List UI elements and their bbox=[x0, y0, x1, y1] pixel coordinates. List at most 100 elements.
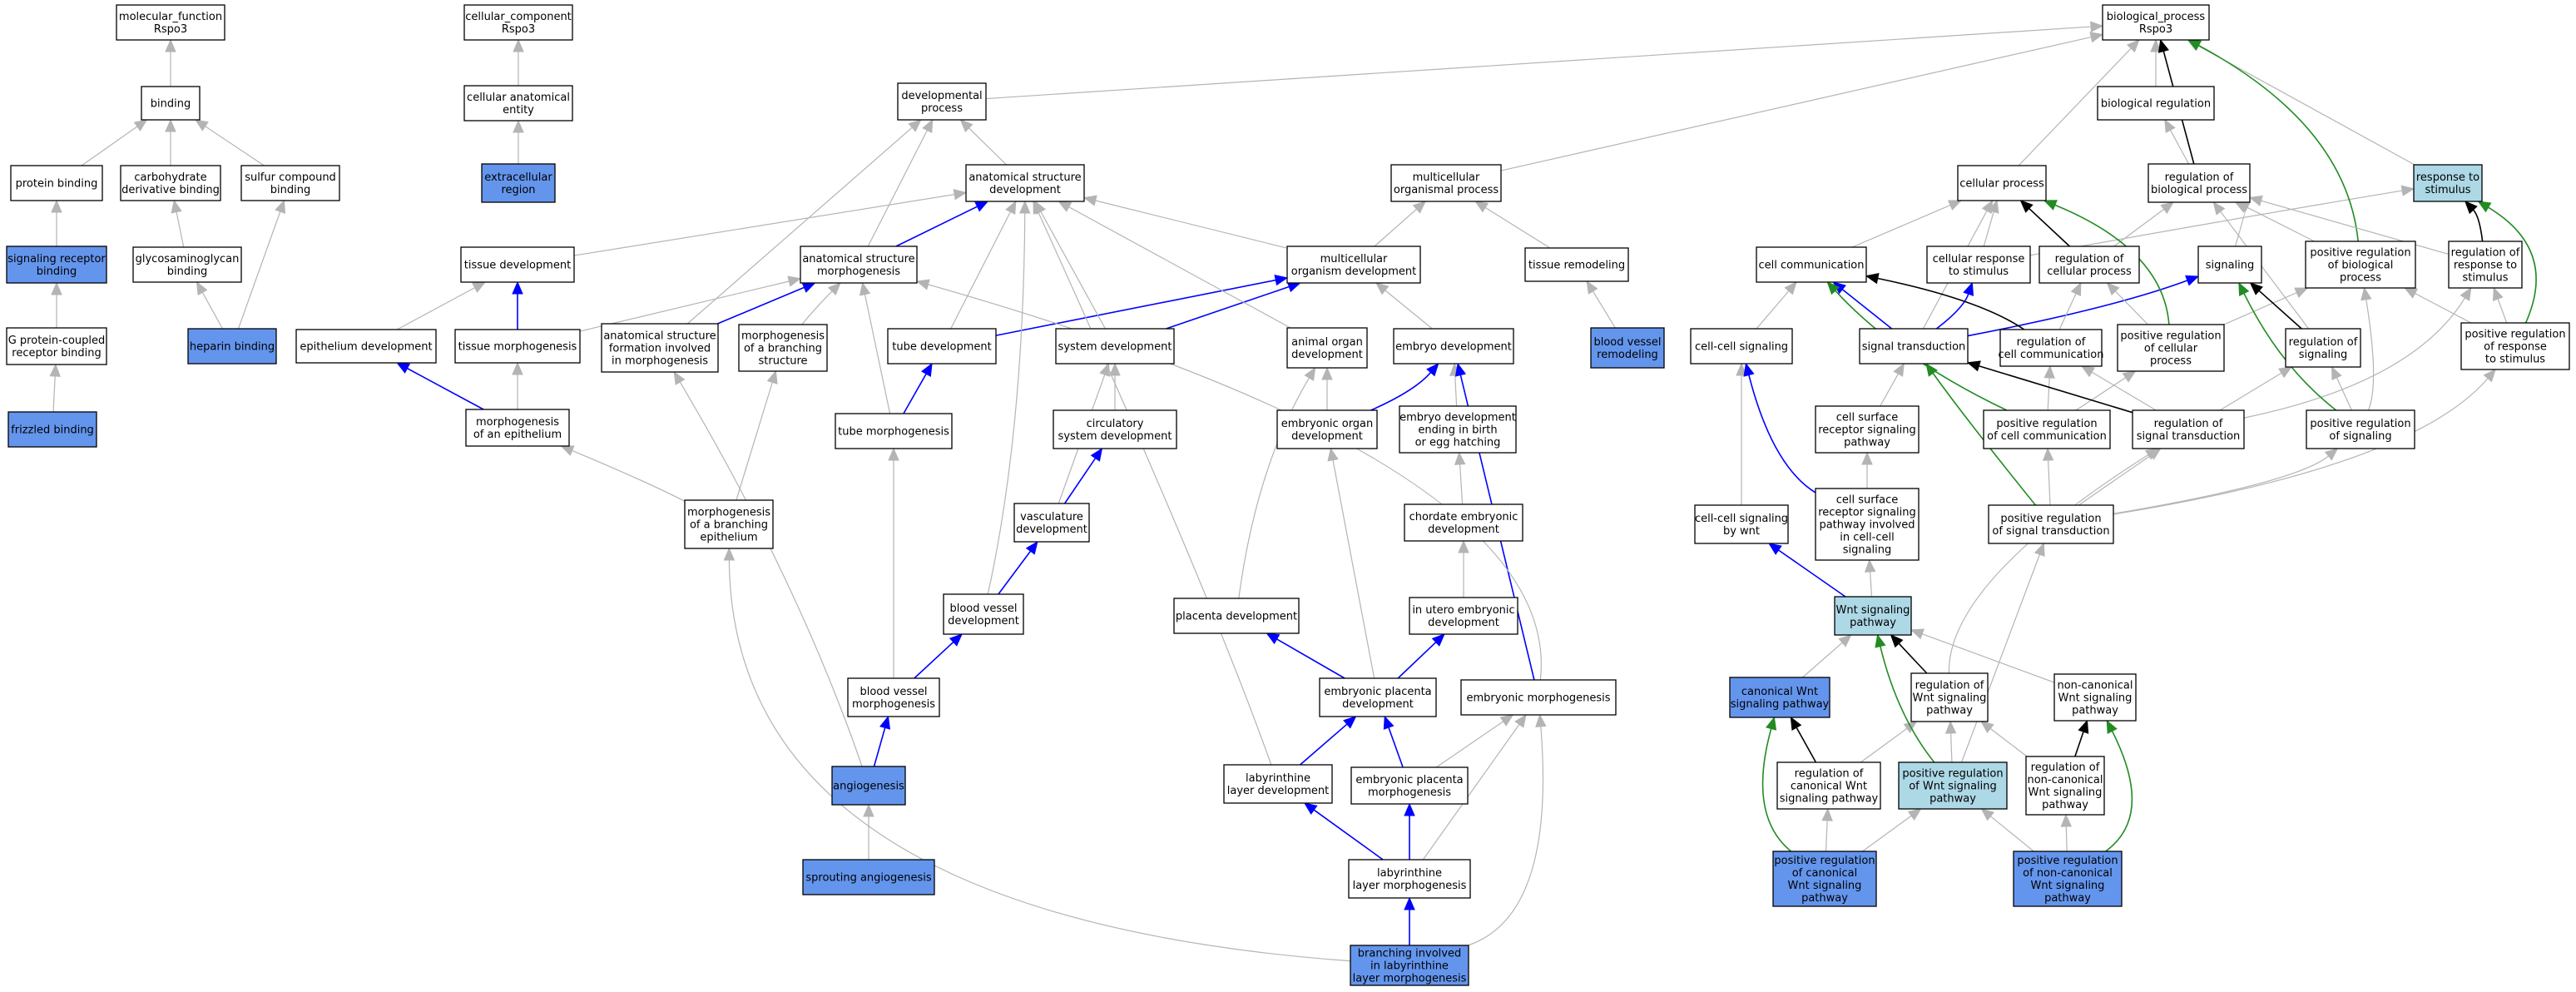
go-term-node-protbind[interactable]: protein binding bbox=[10, 165, 103, 201]
edge-part-of bbox=[1300, 723, 1348, 766]
go-term-node-tissuerem[interactable]: tissue remodeling bbox=[1524, 247, 1629, 282]
go-term-node-embmorph[interactable]: embryonic morphogenesis bbox=[1460, 679, 1617, 716]
edge-arrowhead bbox=[766, 370, 778, 384]
go-term-node-sprout[interactable]: sprouting angiogenesis bbox=[802, 859, 935, 895]
go-term-node-tubemorph[interactable]: tube morphogenesis bbox=[835, 413, 953, 449]
go-term-node-signaling[interactable]: signaling bbox=[2197, 246, 2262, 284]
go-term-node-embdev[interactable]: embryo development bbox=[1393, 328, 1514, 365]
go-term-node-tissuemorph[interactable]: tissue morphogenesis bbox=[454, 329, 581, 364]
go-term-node-frizzled[interactable]: frizzled binding bbox=[7, 411, 97, 448]
go-term-node-epidev[interactable]: epithelium development bbox=[295, 329, 437, 364]
node-label-line: remodeling bbox=[1597, 349, 1658, 361]
node-label-line: positive regulation bbox=[2120, 330, 2221, 343]
node-label-line: organismal process bbox=[1394, 184, 1499, 196]
node-box bbox=[1319, 677, 1437, 717]
go-term-node-tissuedev[interactable]: tissue development bbox=[460, 246, 575, 283]
node-label-line: of signal transduction bbox=[1992, 525, 2109, 538]
edge-arrowhead bbox=[915, 279, 930, 290]
go-term-node-cellproc[interactable]: cellular process bbox=[1957, 165, 2047, 201]
go-term-node-tubedev[interactable]: tube development bbox=[887, 328, 997, 365]
node-label-line: development bbox=[1016, 523, 1087, 536]
node-box bbox=[897, 82, 987, 121]
edge-part-of bbox=[1370, 372, 1432, 411]
node-label-line: regulation of bbox=[2154, 418, 2223, 430]
edge-arrowhead bbox=[2361, 286, 2372, 301]
node-label-line: epithelium development bbox=[300, 341, 432, 354]
go-term-node-st[interactable]: signal transduction bbox=[1859, 328, 1969, 365]
go-term-node-placdev[interactable]: placenta development bbox=[1173, 598, 1300, 634]
go-term-node-bioreg[interactable]: biological regulation bbox=[2097, 86, 2215, 121]
go-term-node-cellcomm[interactable]: cell communication bbox=[1756, 246, 1867, 283]
go-term-node-angio[interactable]: angiogenesis bbox=[831, 766, 906, 806]
go-term-node-ccs[interactable]: cell-cell signaling bbox=[1690, 328, 1793, 365]
node-box bbox=[463, 4, 573, 41]
go-term-node-heparin[interactable]: heparin binding bbox=[187, 328, 277, 365]
edge-part-of bbox=[1276, 638, 1345, 679]
go-term-node-binding[interactable]: binding bbox=[141, 86, 201, 121]
go-term-node-sysdev[interactable]: system development bbox=[1055, 328, 1175, 365]
edge-is-a bbox=[1500, 36, 2092, 171]
node-label-line: derivative binding bbox=[121, 184, 220, 196]
